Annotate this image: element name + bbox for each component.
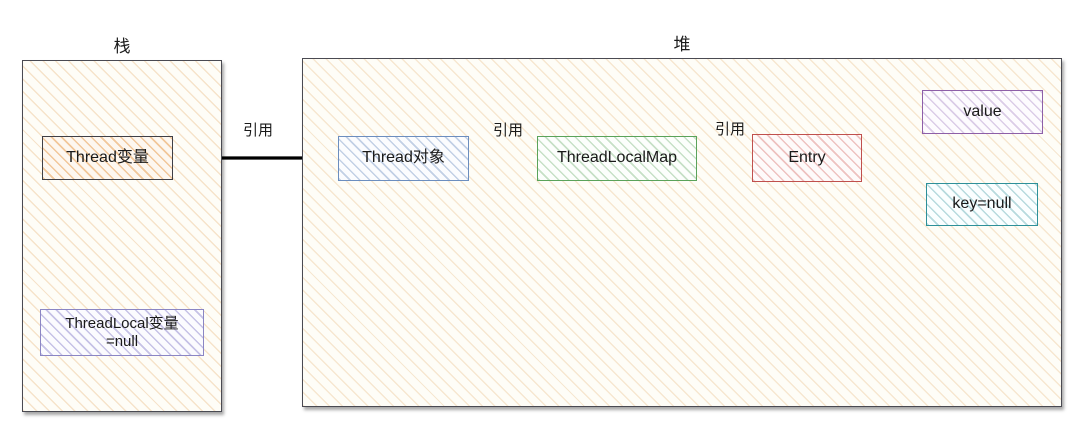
edge-label-reference-3: 引用 [714, 121, 745, 138]
node-threadlocal-variable[interactable]: ThreadLocal变量 =null [40, 309, 204, 356]
node-entry[interactable]: Entry [752, 134, 862, 182]
node-thread-object[interactable]: Thread对象 [338, 136, 469, 181]
stack-region-label: 栈 [113, 37, 131, 56]
stack-region [22, 60, 222, 412]
node-thread-variable[interactable]: Thread变量 [42, 136, 173, 180]
heap-region-label: 堆 [673, 35, 691, 54]
node-value[interactable]: value [922, 90, 1043, 134]
node-key-null[interactable]: key=null [926, 183, 1038, 226]
node-threadlocalmap[interactable]: ThreadLocalMap [537, 136, 697, 181]
edge-label-reference-2: 引用 [492, 122, 523, 139]
edge-label-reference-1: 引用 [242, 122, 273, 139]
